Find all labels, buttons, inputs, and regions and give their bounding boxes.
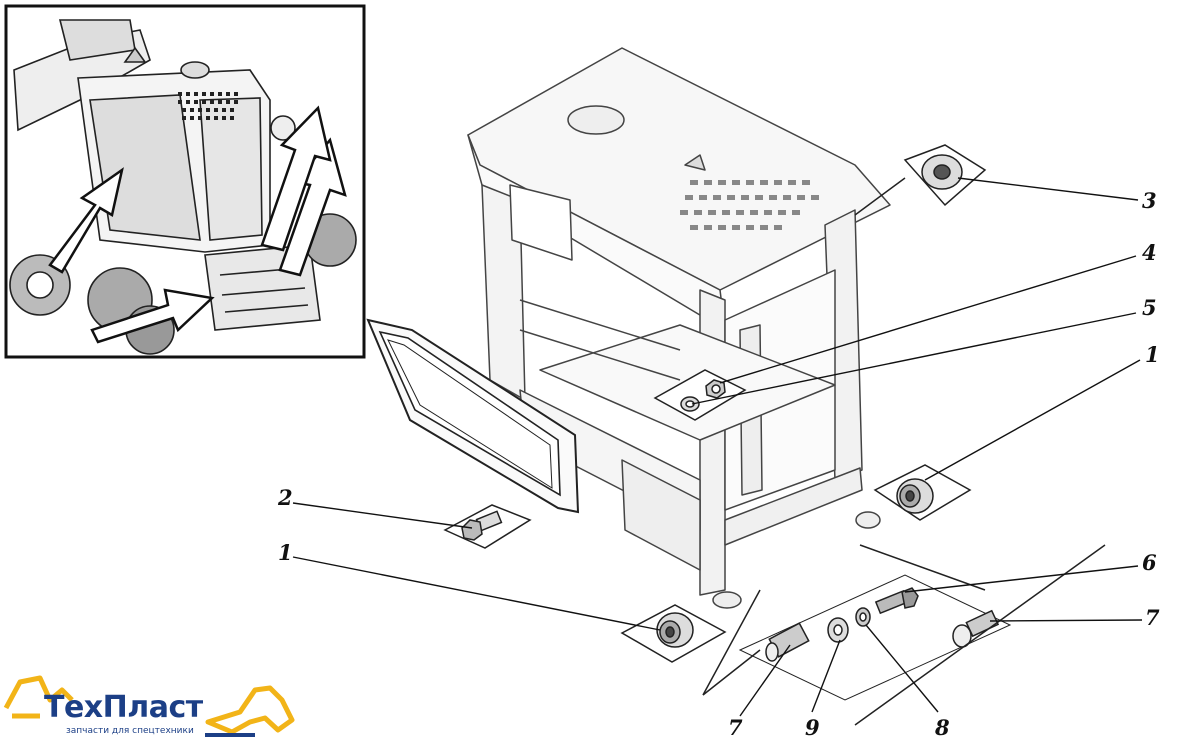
bolt-assembly-6-9 (702, 544, 1106, 726)
leader-lines (292, 177, 1143, 717)
inset-tractor-view (4, 4, 366, 359)
bolt-part-2 (443, 504, 532, 549)
callout-4: 4 (1142, 240, 1157, 265)
brand-tagline: запчасти для спецтехники (66, 726, 194, 736)
callout-7-left: 7 (728, 715, 743, 740)
callout-1-right: 1 (1145, 342, 1160, 367)
callout-7-right: 7 (1145, 605, 1160, 630)
callout-3: 3 (1142, 188, 1157, 213)
callout-1-left: 1 (278, 540, 293, 565)
excavator-right-icon (205, 685, 295, 735)
callout-5: 5 (1142, 295, 1157, 320)
mount-part-3 (854, 144, 987, 216)
brand-name: ТехПласт (44, 690, 203, 725)
callout-labels: 3 4 5 1 2 1 6 7 7 8 9 (277, 188, 1160, 740)
cab-body (467, 47, 891, 609)
brand-logo (3, 675, 295, 737)
callout-9: 9 (805, 715, 820, 740)
callout-8: 8 (934, 715, 950, 740)
mount-part-1-right (873, 464, 972, 521)
callout-2: 2 (277, 485, 293, 510)
loader-left-icon (3, 675, 74, 710)
cab-door (366, 318, 580, 514)
mount-part-1-left (620, 604, 727, 663)
callout-6: 6 (1142, 550, 1157, 575)
